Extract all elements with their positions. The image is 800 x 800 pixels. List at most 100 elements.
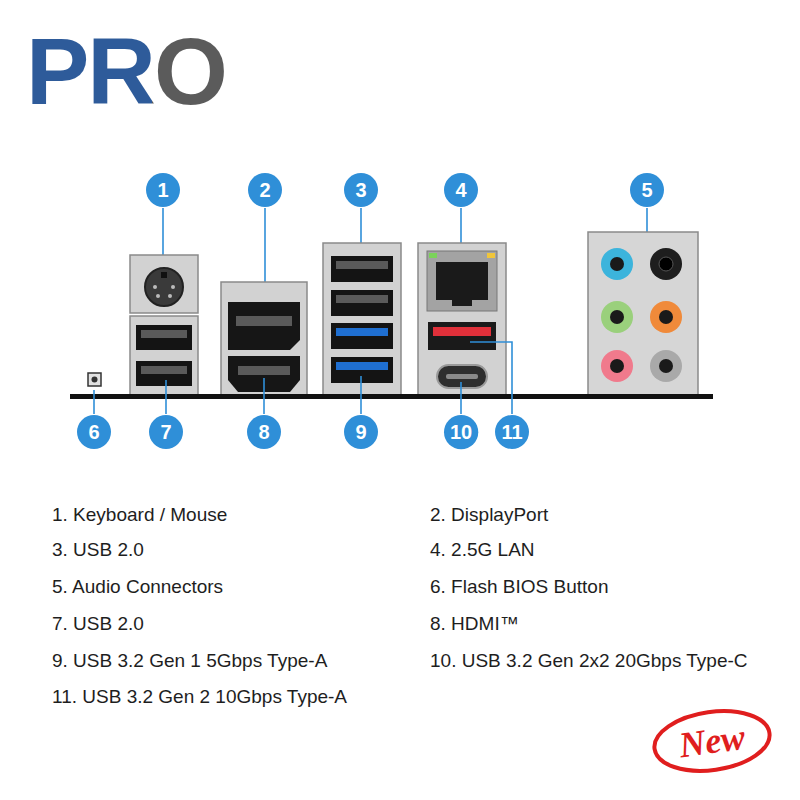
usb2-port [136, 325, 192, 350]
callout-number: 4 [444, 173, 478, 207]
jack-hole [610, 257, 624, 271]
badge-text: New [677, 719, 747, 764]
audio-jack [650, 350, 682, 382]
usb-tongue [336, 328, 388, 336]
callout-circle-shape [247, 415, 281, 449]
port-legend-item: 9. USB 3.2 Gen 1 5Gbps Type-A [52, 650, 327, 673]
ps2-key [161, 272, 167, 278]
usb-tongue [336, 295, 388, 303]
callout-number-text: 8 [258, 422, 269, 442]
callout-circle-shape [149, 415, 183, 449]
hdmi-tongue [238, 366, 290, 375]
callout-number: 10 [444, 415, 478, 449]
callout-number: 2 [248, 173, 282, 207]
callout-number: 7 [149, 415, 183, 449]
callout-number-text: 11 [501, 422, 522, 442]
port-legend-item: 2. DisplayPort [430, 504, 548, 527]
rj45-port [427, 251, 497, 311]
callout-number-text: 5 [641, 180, 652, 200]
leader-line [165, 380, 167, 414]
callout-number: 9 [344, 415, 378, 449]
callout-circle-shape [344, 173, 378, 207]
callout-number-text: 10 [450, 422, 472, 442]
brand-logo: PRO [26, 24, 226, 119]
audio-jack [601, 350, 633, 382]
callout-circle-shape [495, 415, 529, 449]
usb-tongue [433, 327, 491, 336]
callout-circle-shape [630, 173, 664, 207]
callout-number-text: 1 [157, 180, 168, 200]
usb2-port [136, 361, 192, 386]
callout-number-text: 6 [88, 422, 99, 442]
callout-number: 3 [344, 173, 378, 207]
port-housing [323, 243, 401, 396]
usb-tongue [336, 362, 388, 370]
usb-c-port [437, 365, 487, 388]
callout-number-text: 2 [259, 180, 270, 200]
leader-lines [94, 342, 512, 414]
callout-circle-shape [146, 173, 180, 207]
audio-jack [601, 301, 633, 333]
flash-bios-button [88, 373, 101, 386]
button-cap [92, 377, 98, 383]
audio-jack [650, 248, 682, 280]
callout-circle-shape [77, 415, 111, 449]
port-legend-item: 11. USB 3.2 Gen 2 10Gbps Type-A [52, 686, 347, 709]
dp-tongue [236, 316, 292, 326]
audio-jack [601, 248, 633, 280]
usb2-port [331, 256, 393, 282]
new-badge: New [647, 701, 777, 781]
jack-hole [610, 359, 624, 373]
ps2-port [145, 268, 183, 306]
leader-line [263, 378, 265, 414]
ps2-pin [171, 285, 175, 289]
callout-circle-shape [248, 173, 282, 207]
leader-line [360, 376, 362, 414]
port-legend-item: 1. Keyboard / Mouse [52, 504, 227, 527]
leader-line [470, 342, 512, 414]
callout-circle-shape [344, 415, 378, 449]
usb3-port [331, 323, 393, 349]
port-legend-item: 7. USB 2.0 [52, 613, 144, 636]
callout-number: 5 [630, 173, 664, 207]
usb2-port [331, 290, 393, 316]
rj45-opening [436, 262, 488, 306]
callout-number-text: 3 [355, 180, 366, 200]
jack-hole [659, 310, 673, 324]
port-legend-item: 8. HDMI™ [430, 613, 519, 636]
usb3-gen2-port [428, 322, 496, 350]
usb3-port [331, 357, 393, 383]
leader-line [460, 382, 462, 414]
jack-hole [610, 310, 624, 324]
usb-tongue [141, 330, 187, 338]
jack-hole [659, 257, 673, 271]
lan-led [429, 253, 437, 258]
usb-tongue [141, 366, 187, 374]
ps2-pin [168, 294, 172, 298]
displayport-port [228, 302, 300, 350]
ps2-pin [153, 285, 157, 289]
callout-number: 6 [77, 415, 111, 449]
callout-number: 1 [146, 173, 180, 207]
audio-panel [588, 232, 698, 396]
callout-circle-shape [444, 415, 478, 449]
callout-number: 11 [495, 415, 529, 449]
leader-line [93, 390, 95, 414]
lan-led [487, 253, 495, 258]
port-legend-item: 5. Audio Connectors [52, 576, 223, 599]
usb-tongue [336, 261, 388, 269]
callout-number-text: 9 [355, 422, 366, 442]
port-legend-item: 4. 2.5G LAN [430, 539, 535, 562]
callout-number-text: 7 [160, 422, 171, 442]
port-legend-item: 3. USB 2.0 [52, 539, 144, 562]
port-housing [130, 316, 198, 396]
port-housing [418, 243, 506, 396]
audio-jack [650, 301, 682, 333]
usb-c-tongue [446, 374, 478, 379]
ps2-pin [156, 294, 160, 298]
jack-hole [659, 359, 673, 373]
callout-number: 8 [247, 415, 281, 449]
callout-number-text: 4 [455, 180, 466, 200]
badge-oval-shape [651, 704, 774, 778]
port-legend-item: 10. USB 3.2 Gen 2x2 20Gbps Type-C [430, 650, 748, 673]
